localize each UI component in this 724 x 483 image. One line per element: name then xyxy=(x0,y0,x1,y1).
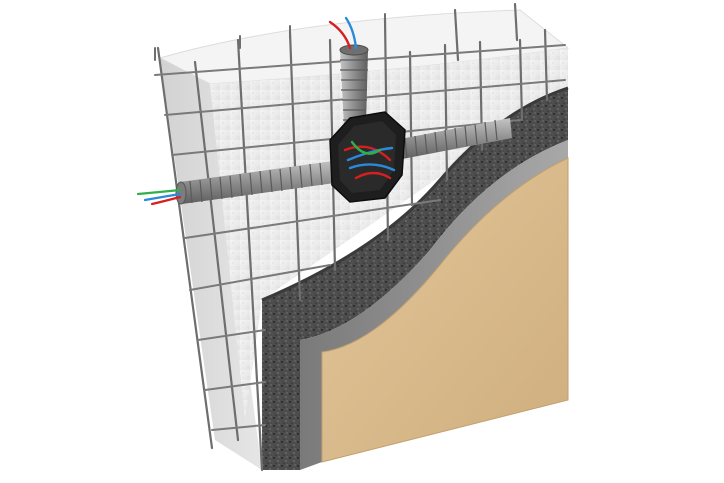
corrugated-conduit-vertical xyxy=(339,44,369,125)
mesh-rod-tips xyxy=(154,13,386,61)
mesh-rod xyxy=(236,38,264,472)
mesh-rod xyxy=(443,43,449,182)
mesh-rod xyxy=(408,50,414,207)
mesh-rod xyxy=(513,2,519,42)
wires-top xyxy=(328,16,358,50)
mesh-rod xyxy=(518,38,524,122)
mesh-rod xyxy=(543,28,549,102)
wires-in-box xyxy=(343,140,396,180)
mesh-rod xyxy=(211,424,266,431)
mesh-rod xyxy=(204,381,266,391)
mesh-rod xyxy=(197,329,266,341)
mesh-rod xyxy=(288,30,302,302)
corrugated-conduit-right xyxy=(395,118,512,160)
mesh-rod xyxy=(184,199,441,239)
mesh-rod xyxy=(453,8,460,62)
wires-left xyxy=(136,188,182,206)
beige-finish-layer xyxy=(321,157,569,463)
mesh-rod xyxy=(189,264,331,291)
rough-concrete-layer xyxy=(261,86,569,470)
mesh-rod xyxy=(193,60,240,442)
